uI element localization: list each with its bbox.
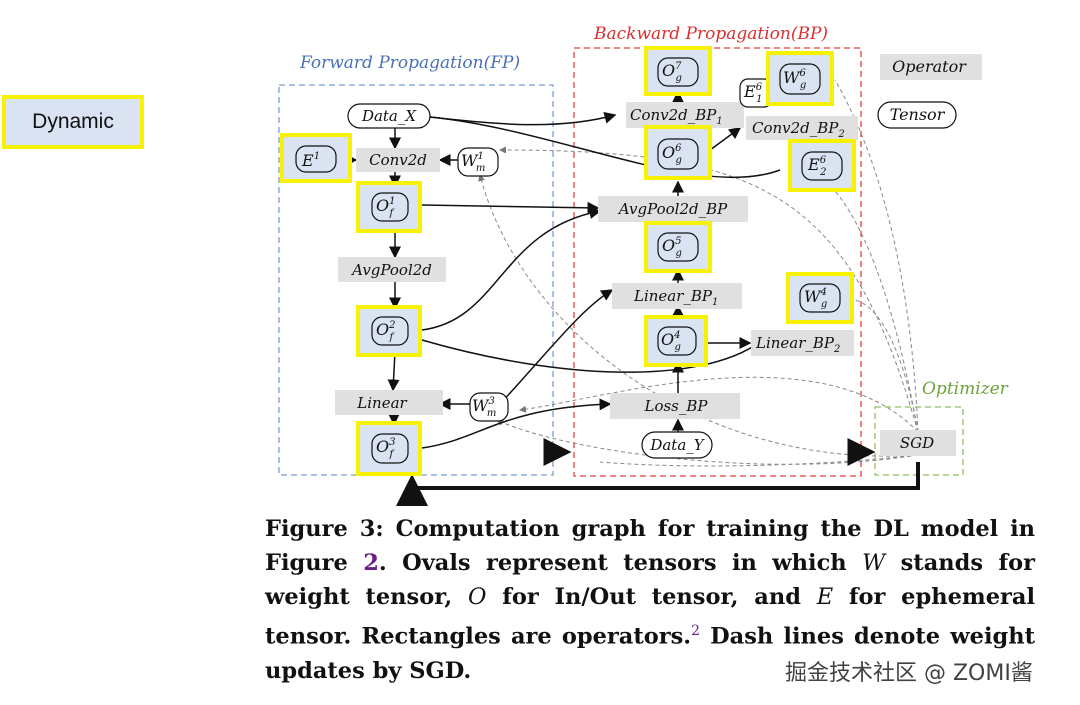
bp-region-label: Backward Propagation(BP) bbox=[593, 24, 828, 44]
caption-part2: . Ovals represent tensors in which bbox=[378, 550, 863, 576]
op-conv2d-bp1: Conv2d_BP1 bbox=[630, 106, 723, 127]
caption-footnote[interactable]: 2 bbox=[691, 623, 701, 639]
caption-w: W bbox=[862, 550, 886, 576]
caption-part3: stands for weight tensor, bbox=[265, 550, 1035, 610]
figure-caption: Figure 3: Computation graph for training… bbox=[265, 512, 1035, 688]
op-sgd: SGD bbox=[900, 434, 934, 452]
caption-e: E bbox=[816, 584, 834, 610]
dynamic-tensor-ovals bbox=[295, 57, 843, 464]
dynamic-legend-label: Dynamic bbox=[32, 110, 114, 133]
op-avgpool2d: AvgPool2d bbox=[350, 261, 432, 279]
dataflow-arrows bbox=[345, 90, 818, 449]
op-loss-bp: Loss_BP bbox=[643, 397, 708, 415]
caption-o: O bbox=[468, 584, 487, 610]
tensor-data-x: Data_X bbox=[361, 107, 417, 125]
sgd-feedback-arrow bbox=[396, 462, 920, 506]
plain-tensor-nodes bbox=[347, 78, 957, 459]
op-linear: Linear bbox=[356, 394, 407, 412]
caption-part1: Computation graph for training the DL mo… bbox=[265, 516, 1036, 576]
key-tensor: Tensor bbox=[890, 105, 946, 124]
key-operator: Operator bbox=[892, 57, 967, 76]
operator-nodes: Conv2d AvgPool2d Linear Conv2d_BP1 Conv2… bbox=[335, 54, 982, 456]
optimizer-region-label: Optimizer bbox=[922, 379, 1009, 399]
tensor-e1: E1 bbox=[301, 151, 320, 170]
op-conv2d-bp2: Conv2d_BP2 bbox=[752, 119, 845, 140]
caption-fig-ref[interactable]: 2 bbox=[363, 550, 379, 576]
caption-part5: for ephemeral tensor. Rectangles are ope… bbox=[265, 584, 1035, 650]
dynamic-legend-box: Dynamic bbox=[2, 95, 144, 149]
op-linear-bp1: Linear_BP1 bbox=[633, 287, 718, 308]
watermark: 掘金技术社区 @ ZOMI酱 bbox=[785, 661, 1033, 686]
bp-region bbox=[573, 47, 862, 477]
op-avgpool2d-bp: AvgPool2d_BP bbox=[617, 200, 728, 218]
fp-region-label: Forward Propagation(FP) bbox=[299, 53, 520, 73]
op-linear-bp2: Linear_BP2 bbox=[755, 334, 840, 355]
tensor-data-y: Data_Y bbox=[649, 436, 705, 454]
op-conv2d: Conv2d bbox=[369, 151, 427, 169]
caption-fig-label: Figure 3: bbox=[265, 516, 384, 542]
caption-part4: for In/Out tensor, and bbox=[486, 584, 817, 610]
caption-part6: Dash lines denote weight updates by SGD. bbox=[265, 623, 1035, 684]
